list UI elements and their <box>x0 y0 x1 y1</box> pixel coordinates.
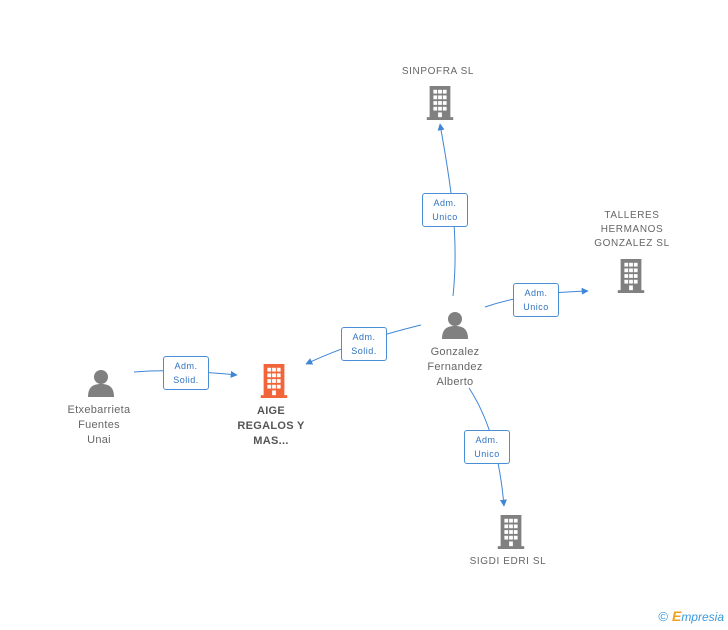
aige-label[interactable]: AIGE REGALOS Y MAS... <box>237 405 305 447</box>
footer-credit: © Empresia <box>658 608 724 624</box>
sigdi-label[interactable]: SIGDI EDRI SL <box>469 556 547 567</box>
sigdi-building-icon[interactable] <box>497 515 525 549</box>
brand-logo-initial: E <box>671 608 682 624</box>
brand-logo[interactable]: Empresia <box>672 608 724 624</box>
talleres-label[interactable]: TALLERES HERMANOS GONZALEZ SL <box>594 210 670 249</box>
copyright-icon: © <box>658 608 668 624</box>
talleres-building-icon[interactable] <box>617 259 645 293</box>
edge-badge-gonzalez-to-aige[interactable]: Adm. Solid. <box>341 327 387 361</box>
edge-badge-etxebarrieta-to-aige[interactable]: Adm. Solid. <box>163 356 209 390</box>
etxebarrieta-label[interactable]: Etxebarrieta Fuentes Unai <box>67 404 131 446</box>
sinpofra-label[interactable]: SINPOFRA SL <box>401 66 475 77</box>
etxebarrieta-person-icon[interactable] <box>88 370 114 397</box>
edge-badge-to-talleres[interactable]: Adm. Unico <box>513 283 559 317</box>
edge-badge-to-sinpofra[interactable]: Adm. Unico <box>422 193 468 227</box>
gonzalez-label[interactable]: Gonzalez Fernandez Alberto <box>427 346 483 388</box>
gonzalez-person-icon[interactable] <box>442 312 468 339</box>
aige-building-icon[interactable] <box>260 364 288 398</box>
brand-logo-text: mpresia <box>681 610 724 624</box>
edge-badge-to-sigdi[interactable]: Adm. Unico <box>464 430 510 464</box>
sinpofra-building-icon[interactable] <box>426 86 454 120</box>
